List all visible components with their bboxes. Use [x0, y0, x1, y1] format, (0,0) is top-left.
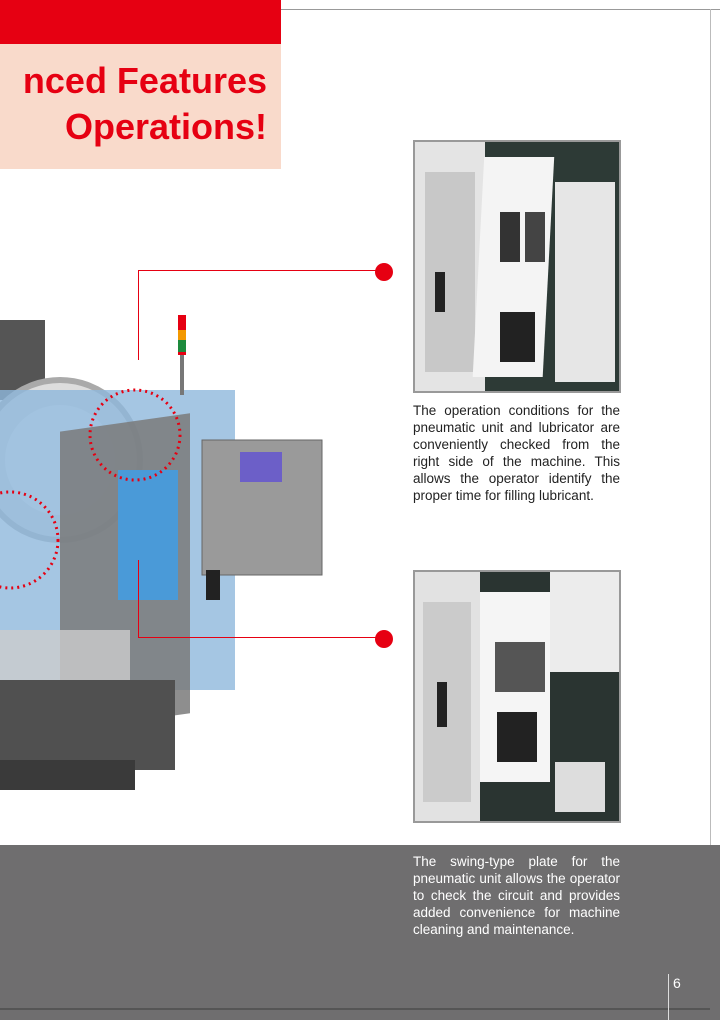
callout-dot-bottom: [375, 630, 393, 648]
caption-pneumatic-unit: The operation conditions for the pneumat…: [413, 403, 620, 503]
leader-line-top-vertical: [138, 270, 139, 360]
caption-swing-plate: The swing-type plate for the pneumatic u…: [413, 854, 620, 937]
right-rule: [710, 9, 711, 1009]
footer-band: [0, 845, 720, 1020]
callout-dot-top: [375, 263, 393, 281]
leader-line-top: [138, 270, 383, 271]
page-number: 6: [673, 975, 681, 991]
top-rule: [281, 9, 720, 10]
page-title-line2: Operations!: [64, 106, 267, 147]
leader-line-bottom: [138, 637, 383, 638]
footer-edge: [0, 1008, 710, 1010]
page-title-line1: nced Features: [22, 60, 267, 101]
title-box: nced Features Operations!: [0, 44, 281, 169]
photo-pneumatic-unit: [413, 140, 621, 393]
leader-line-bottom-vertical: [138, 560, 139, 638]
machine-illustration: [0, 315, 323, 790]
photo-swing-plate: [413, 570, 621, 823]
page-number-rule: [668, 974, 669, 1020]
header-red-bar: [0, 0, 281, 44]
